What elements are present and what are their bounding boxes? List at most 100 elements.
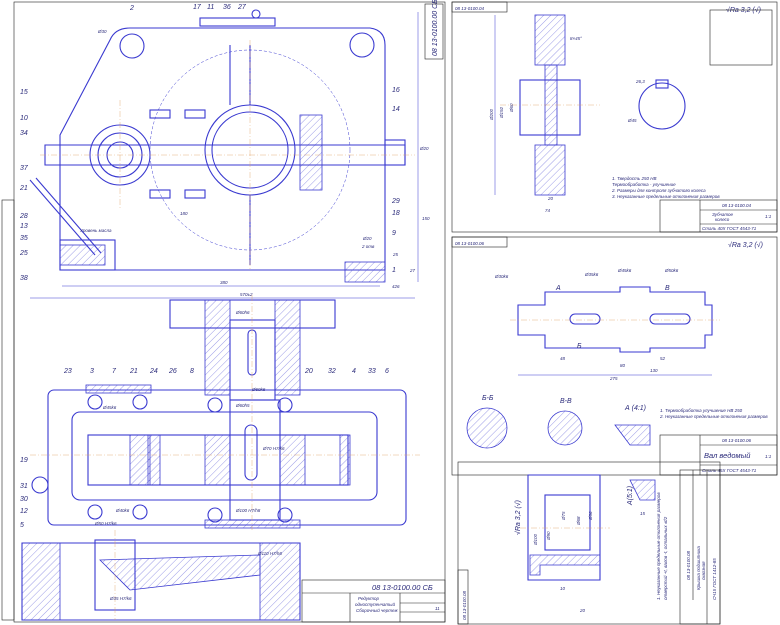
svg-text:Ø50k6: Ø50k6 — [664, 268, 679, 273]
svg-text:Ø30k6: Ø30k6 — [494, 274, 509, 279]
svg-text:1. Термообработка улучшение НВ: 1. Термообработка улучшение НВ 250 — [660, 408, 743, 413]
svg-text:Сборочный чертеж: Сборочный чертеж — [356, 607, 398, 613]
svg-text:23: 23 — [63, 368, 72, 375]
svg-text:21: 21 — [19, 185, 28, 192]
svg-text:8×45°: 8×45° — [570, 36, 582, 41]
svg-text:570±2: 570±2 — [240, 292, 253, 297]
svg-text:2. Размеры для контроля зубчат: 2. Размеры для контроля зубчатого колеса — [611, 188, 706, 193]
svg-text:Ø68: Ø68 — [576, 516, 581, 526]
svg-text:30: 30 — [20, 496, 28, 503]
svg-text:1:1: 1:1 — [765, 454, 772, 459]
title-block-bearing-cap: 08 13-0100.08 Крышка подшипника сквозная… — [679, 469, 721, 625]
svg-text:3: 3 — [90, 368, 94, 375]
svg-text:Ø60k6: Ø60k6 — [251, 387, 266, 392]
gearbox-plan-section — [21, 295, 420, 621]
svg-text:2: 2 — [129, 5, 134, 12]
svg-text:Ø20: Ø20 — [419, 146, 429, 151]
svg-text:Ø20: Ø20 — [362, 236, 372, 241]
svg-text:1. Твердость 250 НВ: 1. Твердость 250 НВ — [612, 176, 656, 181]
svg-text:08 13-0100.08: 08 13-0100.08 — [462, 590, 467, 620]
svg-text:Ø60h6: Ø60h6 — [235, 310, 250, 315]
sheet-driven-shaft: 08 13-0100.06 √Ra 3,2 (√) А Б В Б-Б В-В … — [451, 236, 778, 476]
svg-text:180: 180 — [180, 211, 188, 216]
svg-text:Ø60: Ø60 — [509, 103, 514, 113]
svg-text:Ø60h5: Ø60h5 — [235, 403, 250, 408]
svg-text:52: 52 — [660, 356, 666, 361]
svg-text:27: 27 — [409, 268, 416, 273]
svg-text:13: 13 — [20, 223, 28, 230]
gearbox-housing-front-view — [29, 9, 419, 299]
svg-text:28: 28 — [19, 213, 28, 220]
svg-text:26,3: 26,3 — [635, 79, 645, 84]
svg-text:Ø100 H7/h8: Ø100 H7/h8 — [235, 508, 261, 513]
svg-text:380: 380 — [220, 280, 228, 285]
svg-text:16: 16 — [392, 87, 400, 94]
svg-text:Ø56: Ø56 — [588, 511, 593, 521]
sheet-bearing-cap: 08 13-0100.08 √Ra 3,2 (√) Ø100 Ø90 Ø75 Ø… — [457, 461, 721, 625]
svg-text:колесо: колесо — [715, 217, 730, 222]
svg-text:Ø45k6: Ø45k6 — [102, 405, 117, 410]
svg-text:Ø200: Ø200 — [489, 108, 494, 121]
svg-text:6: 6 — [385, 368, 389, 375]
svg-text:24: 24 — [149, 368, 158, 375]
svg-text:Ø192: Ø192 — [499, 106, 504, 119]
svg-text:2 отв: 2 отв — [361, 244, 375, 249]
svg-text:√Ra 3,2 (√): √Ra 3,2 (√) — [728, 241, 763, 249]
dimensions-top: Ø30 Уровень масла 180 380 570±2 150 Ø20 … — [80, 29, 430, 297]
svg-text:36: 36 — [223, 4, 231, 11]
svg-text:25: 25 — [392, 252, 399, 257]
svg-text:10: 10 — [560, 586, 566, 591]
svg-text:Термообработка - улучшение: Термообработка - улучшение — [612, 182, 676, 187]
svg-text:20: 20 — [304, 368, 313, 375]
svg-text:Ø70 H7/k6: Ø70 H7/k6 — [262, 446, 285, 451]
svg-text:1. Неуказанные предельные откл: 1. Неуказанные предельные отклонения раз… — [656, 492, 661, 600]
title-block-gear: 08 13-0100.04 Зубчатое колесо Сталь 40Х … — [659, 199, 778, 233]
svg-text:В: В — [665, 285, 670, 292]
svg-text:19: 19 — [20, 457, 28, 464]
svg-text:7: 7 — [112, 368, 117, 375]
svg-text:Ø30: Ø30 — [97, 29, 107, 34]
svg-text:3. Неуказанные предельные откл: 3. Неуказанные предельные отклонения раз… — [612, 194, 720, 199]
svg-text:27: 27 — [237, 4, 247, 11]
svg-text:Уровень масла: Уровень масла — [80, 228, 112, 233]
svg-text:37: 37 — [20, 165, 29, 172]
svg-text:25: 25 — [19, 250, 28, 257]
svg-text:32: 32 — [328, 368, 336, 375]
svg-text:Зубчатое: Зубчатое — [712, 212, 734, 217]
svg-text:29: 29 — [391, 198, 400, 205]
svg-text:11: 11 — [207, 4, 214, 11]
svg-text:Ø100: Ø100 — [533, 533, 538, 546]
svg-text:48: 48 — [560, 356, 566, 361]
svg-text:4: 4 — [352, 368, 356, 375]
svg-text:20: 20 — [547, 196, 554, 201]
sheet-assembly: 08 13-0100.00 СБ — [1, 0, 446, 623]
svg-text:11: 11 — [435, 606, 440, 611]
svg-text:В-В: В-В — [560, 398, 572, 405]
svg-text:33: 33 — [368, 368, 376, 375]
svg-text:Б-Б: Б-Б — [482, 395, 494, 402]
svg-text:80: 80 — [620, 363, 626, 368]
svg-text:426: 426 — [392, 284, 400, 289]
svg-text:Ø40k6: Ø40k6 — [115, 508, 130, 513]
svg-text:Ø35 H7/k6: Ø35 H7/k6 — [109, 596, 132, 601]
svg-text:сквозная: сквозная — [701, 561, 706, 580]
svg-text:08 13-0100.06: 08 13-0100.06 — [722, 438, 752, 443]
dimensions-bottom: Ø60h6 Ø60h5 Ø60k6 Ø45k6 Ø70 H7/k6 Ø50 H7… — [94, 310, 285, 601]
sheet1-corner-designation: 08 13-0100.00 СБ — [432, 0, 439, 56]
svg-text:26: 26 — [168, 368, 177, 375]
svg-text:Ø50 H7/k6: Ø50 H7/k6 — [94, 521, 117, 526]
svg-text:31: 31 — [20, 483, 28, 490]
sheet-gear-wheel: 08 13-0100.04 √Ra 3,2 (√) Ø200 Ø192 Ø60 … — [451, 1, 778, 233]
svg-text:2. Неуказанные предельные откл: 2. Неуказанные предельные отклонения раз… — [659, 414, 768, 419]
svg-text:Ø45k6: Ø45k6 — [617, 268, 632, 273]
svg-text:Сталь 40Х ГОСТ 4543-71: Сталь 40Х ГОСТ 4543-71 — [702, 226, 757, 231]
svg-text:17: 17 — [193, 4, 202, 11]
svg-text:08 13-0100.08: 08 13-0100.08 — [686, 550, 691, 580]
svg-text:34: 34 — [20, 130, 28, 137]
svg-text:08 13-0100.04: 08 13-0100.04 — [455, 6, 485, 11]
svg-text:Ø90: Ø90 — [546, 531, 551, 541]
svg-text:15: 15 — [20, 89, 28, 96]
svg-text:Ø35k6: Ø35k6 — [584, 272, 599, 277]
svg-text:А: А — [555, 285, 561, 292]
